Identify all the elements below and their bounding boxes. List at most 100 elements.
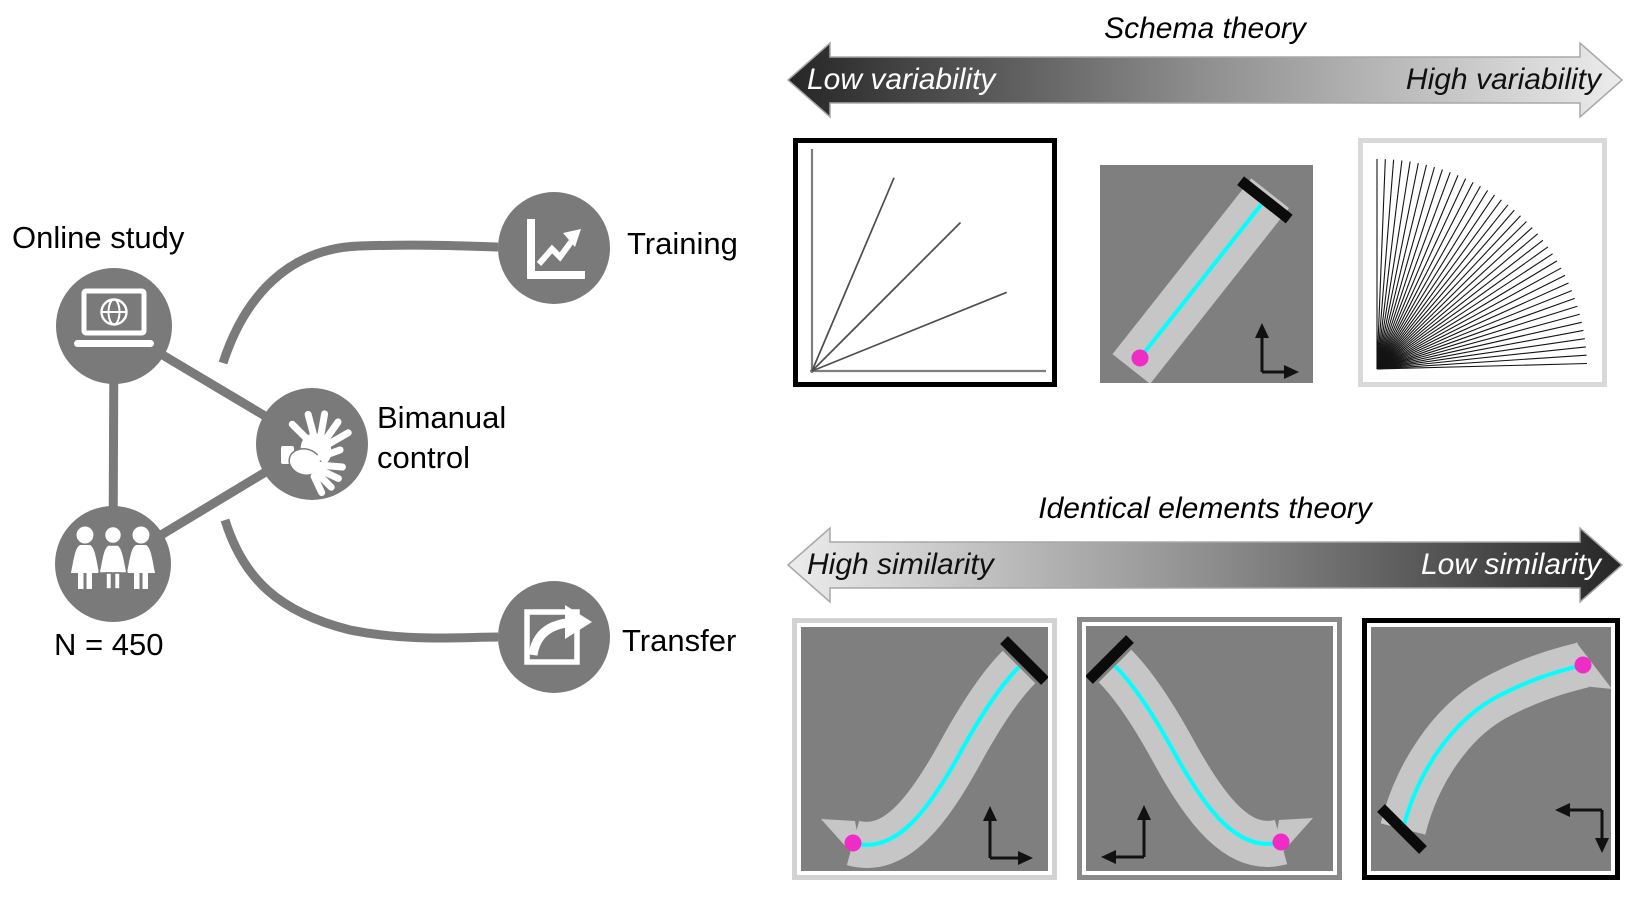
figure-line [1376, 159, 1395, 370]
training-label: Training [627, 226, 738, 261]
figure-line [1376, 175, 1459, 370]
transfer-label: Transfer [622, 623, 737, 658]
similarity-gradient-arrow [787, 526, 1623, 604]
figure-line [1376, 190, 1489, 370]
double-arrow-shape [787, 526, 1623, 604]
variability-arrow-labels: Low variability High variability [787, 46, 1623, 114]
figure-line [1376, 209, 1515, 370]
target-bar [1000, 636, 1048, 685]
similarity-arrow-labels: High similarity Low similarity [787, 531, 1623, 599]
bimanual-label-line2: control [377, 440, 471, 475]
figure-line [1376, 159, 1386, 370]
figure-line [1376, 162, 1419, 370]
figure-line [1376, 166, 1436, 370]
figure-line [1376, 178, 1467, 370]
channel-group [1377, 642, 1611, 854]
figure-line [1376, 362, 1587, 370]
figure-line [1376, 239, 1544, 370]
fan-lines-figure [1376, 159, 1587, 370]
start-dot [844, 834, 862, 852]
high-variability-label: High variability [1405, 63, 1601, 96]
sign-language-hands-icon [281, 410, 352, 497]
fan-lines-group [1376, 159, 1587, 370]
coordinate-frame-icon [1101, 805, 1151, 864]
bimanual-control-label: Bimanual control [377, 398, 506, 478]
coordinate-frame-icon [1255, 323, 1299, 379]
share-arrow-icon [524, 605, 592, 665]
figure-line [1376, 267, 1562, 370]
figure-line [1376, 185, 1481, 370]
panel-content [801, 627, 1048, 871]
target-bar [1377, 804, 1427, 854]
panel-content [1086, 626, 1333, 871]
figure-line [1376, 346, 1586, 370]
figure-line [811, 177, 895, 372]
participants-count-label: N = 450 [54, 627, 164, 662]
panel-channel-task [1100, 165, 1313, 383]
panel-high-similarity-transfer [792, 618, 1057, 880]
bimanual-label-line1: Bimanual [377, 400, 507, 435]
figure-line [1376, 321, 1582, 370]
variability-gradient-arrow [787, 41, 1623, 119]
curved-channel-figure-mirrored [1086, 635, 1313, 867]
figure-line [1376, 297, 1575, 370]
edge-curve-training [218, 240, 499, 365]
figure-line [1376, 282, 1569, 370]
figure-line [1376, 204, 1509, 370]
laptop-globe-icon [74, 288, 154, 347]
target-bar [1237, 176, 1293, 224]
figure-line [1376, 274, 1566, 370]
figure-line [1376, 161, 1411, 370]
figure-line [1376, 169, 1443, 370]
slope-lines-figure [810, 149, 1046, 373]
transfer-node [498, 581, 610, 693]
high-similarity-label: High similarity [807, 548, 994, 581]
low-variability-label: Low variability [807, 63, 996, 96]
straight-channel-figure [1112, 176, 1299, 383]
identical-elements-title: Identical elements theory [1038, 492, 1372, 525]
channel-group [821, 636, 1048, 868]
panel-mid-similarity-transfer [1077, 617, 1342, 880]
panel-low-variability-training [793, 138, 1057, 387]
start-dot [1272, 833, 1290, 851]
figure-line [1376, 290, 1573, 370]
figure-line [1376, 221, 1527, 370]
online-study-label: Online study [12, 220, 185, 255]
figure-line [1376, 160, 1403, 370]
channel-region [1380, 642, 1589, 836]
coordinate-frame-icon [1555, 803, 1609, 853]
arc-channel-figure [1377, 642, 1611, 854]
trajectory-line [1113, 664, 1282, 846]
coordinate-frame-icon [983, 806, 1033, 865]
figure-line [1376, 313, 1580, 370]
slope-lines-group [811, 177, 1008, 372]
figure-line [1376, 233, 1539, 370]
figure-line [1376, 329, 1584, 370]
trajectory-line [1138, 202, 1264, 360]
curved-channel-figure [821, 636, 1048, 868]
figure-line [1376, 215, 1521, 370]
double-arrow-shape [787, 41, 1623, 119]
figure-line [1376, 305, 1578, 370]
online-study-node [56, 268, 172, 384]
panel-high-variability-training [1358, 138, 1607, 387]
figure-line [1376, 164, 1427, 370]
figure-line [811, 291, 1008, 372]
figure-line [1376, 260, 1558, 370]
figure-line [1376, 246, 1549, 370]
line-chart-icon [527, 219, 585, 279]
figure-line [1376, 354, 1587, 370]
low-similarity-label: Low similarity [1420, 548, 1601, 581]
start-dot [1574, 656, 1592, 674]
panel-low-similarity-transfer [1362, 618, 1620, 880]
figure-line [811, 221, 962, 372]
schema-theory-title: Schema theory [1104, 12, 1306, 45]
study-network-diagram [55, 192, 610, 693]
figure-line [1376, 199, 1502, 370]
target-bar [1086, 635, 1134, 684]
trajectory-line [1401, 663, 1584, 830]
trajectory-line [852, 665, 1021, 847]
figure-line [1376, 172, 1451, 370]
start-dot [1131, 349, 1149, 367]
